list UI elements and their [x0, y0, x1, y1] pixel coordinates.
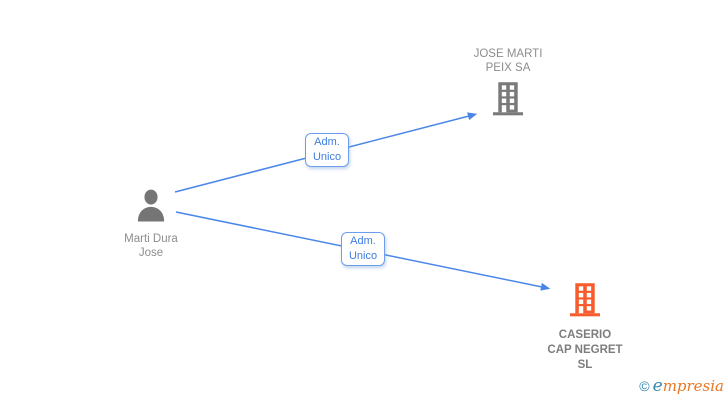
person-node[interactable]: Marti Dura Jose [101, 189, 201, 260]
person-icon [136, 189, 166, 227]
office-building-icon [493, 82, 523, 121]
company-name-label: CASERIO CAP NEGRET SL [547, 329, 623, 371]
company-node-caserio-cap-negret[interactable]: CASERIO CAP NEGRET SL [527, 283, 643, 373]
edge-label-adm-unico-top: Adm. Unico [305, 133, 349, 167]
logo-letter-e: e [652, 376, 663, 396]
edge-label-adm-unico-bottom: Adm. Unico [341, 232, 385, 266]
company-node-jose-marti-peix[interactable]: JOSE MARTI PEIX SA [450, 47, 566, 121]
office-building-icon [570, 283, 600, 322]
copyright-icon: © [639, 378, 650, 394]
logo-text: mpresia [662, 377, 724, 395]
empresia-logo[interactable]: ©empresia [639, 376, 724, 396]
person-name-label: Marti Dura Jose [124, 233, 178, 259]
company-name-label: JOSE MARTI PEIX SA [473, 48, 543, 74]
